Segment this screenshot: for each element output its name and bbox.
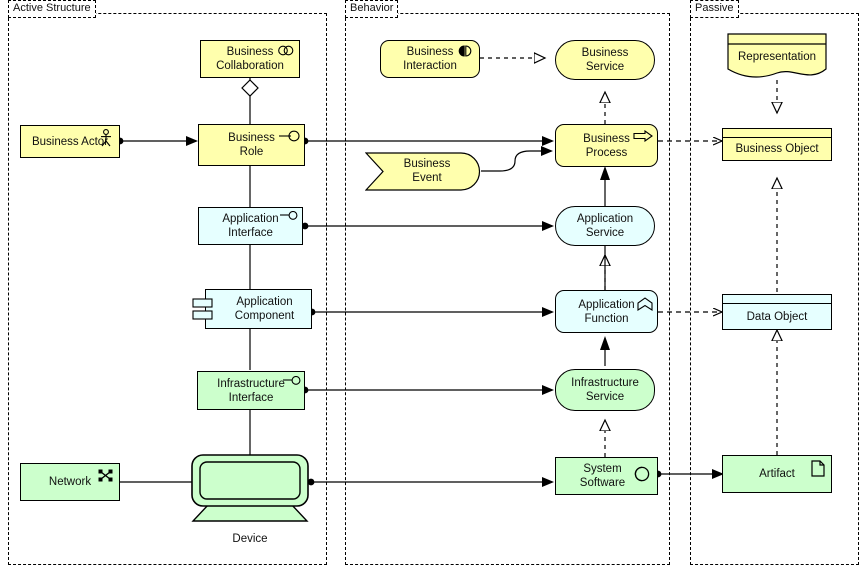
node-device[interactable] <box>189 454 311 522</box>
node-label-line2: Process <box>585 146 628 159</box>
node-label-line1: Infrastructure <box>217 377 285 390</box>
node-label: Artifact <box>759 468 795 480</box>
node-device-label: Device <box>232 533 268 545</box>
node-label-line2: Interface <box>228 227 273 239</box>
node-label-line1: Business <box>226 46 274 58</box>
node-label-line1: Infrastructure <box>571 377 639 389</box>
node-label-line2: Service <box>585 61 625 73</box>
node-label-line2: Interaction <box>403 60 457 72</box>
node-label: Business Actor <box>31 135 109 148</box>
lane-label-active-structure: Active Structure <box>8 0 96 18</box>
node-label-line2: Role <box>239 146 264 158</box>
node-label-line1: Application <box>236 296 293 308</box>
node-business-object[interactable]: Business Object <box>722 128 832 161</box>
node-infrastructure-service[interactable]: Infrastructure Service <box>555 369 655 411</box>
node-label-line2: Interface <box>228 391 274 404</box>
node-application-function[interactable]: Application Function <box>555 290 658 333</box>
node-label-line2: Service <box>585 227 625 239</box>
node-label-line1: Business <box>581 47 629 59</box>
node-label-line2: Collaboration <box>216 60 284 72</box>
node-label-line1: Application <box>576 213 634 225</box>
node-representation[interactable]: Representation <box>727 33 827 80</box>
node-label-line1: Business <box>583 132 630 145</box>
node-label-line2: Software <box>579 477 626 489</box>
node-label-line1: Business <box>403 158 451 170</box>
node-network[interactable]: Network <box>20 463 120 501</box>
network-icon <box>98 469 113 482</box>
node-label-line2: Service <box>585 391 625 403</box>
lane-active-structure <box>8 13 327 565</box>
node-label-line1: Application <box>578 298 635 311</box>
lane-label-behavior: Behavior <box>345 0 399 18</box>
node-label: Representation <box>738 51 816 63</box>
node-label-line1: Business <box>228 132 275 144</box>
node-label: Business Object <box>735 143 819 155</box>
node-business-process[interactable]: Business Process <box>555 124 658 167</box>
node-label-line2: Event <box>412 172 442 184</box>
node-application-service[interactable]: Application Service <box>555 206 655 246</box>
lane-behavior <box>345 13 670 565</box>
node-label-line2: Component <box>234 310 295 322</box>
node-artifact[interactable]: Artifact <box>722 455 832 493</box>
lane-passive <box>690 13 859 565</box>
node-application-component[interactable]: Application Component <box>192 289 312 329</box>
object-header-bar <box>723 129 831 138</box>
artifact-icon <box>811 460 825 477</box>
node-business-interaction[interactable]: Business Interaction <box>380 40 480 78</box>
role-icon <box>279 130 300 142</box>
node-business-actor[interactable]: Business Actor <box>20 125 120 158</box>
node-label-line1: Business <box>406 46 454 58</box>
node-label: Data Object <box>746 310 808 323</box>
node-business-service[interactable]: Business Service <box>555 40 655 80</box>
node-label: Network <box>48 476 92 488</box>
node-label-line1: Application <box>222 213 279 225</box>
node-business-event[interactable]: Business Event <box>365 152 481 191</box>
node-application-interface[interactable]: Application Interface <box>198 207 303 245</box>
node-system-software[interactable]: System Software <box>555 457 658 495</box>
lane-label-passive: Passive <box>690 0 739 18</box>
node-business-role[interactable]: Business Role <box>198 124 305 166</box>
node-label-line2: Function <box>584 312 629 325</box>
node-data-object[interactable]: Data Object <box>722 294 832 330</box>
node-business-collaboration[interactable]: Business Collaboration <box>200 40 300 78</box>
process-arrow-icon <box>633 130 653 142</box>
object-header-bar <box>723 295 831 304</box>
node-infrastructure-interface[interactable]: Infrastructure Interface <box>197 371 305 410</box>
node-label-line1: System <box>583 463 622 475</box>
